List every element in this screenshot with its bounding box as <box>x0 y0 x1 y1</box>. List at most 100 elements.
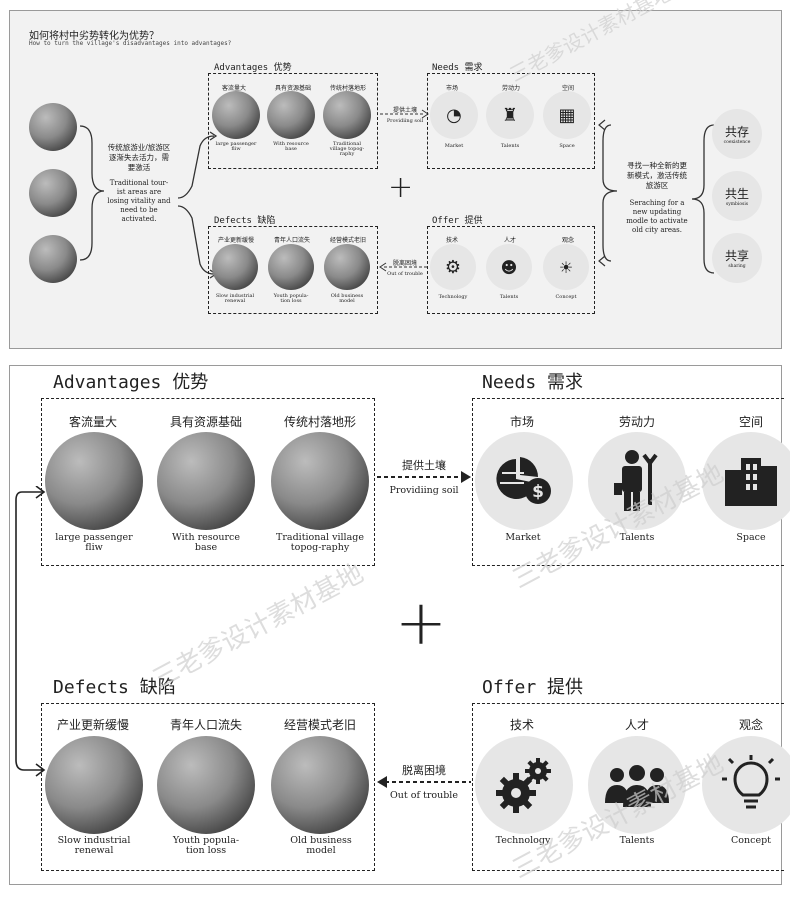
mini-offer-label-2: 人才 <box>504 237 517 244</box>
advantage-label-cn-3: 传统村落地形 <box>283 415 356 429</box>
mini-need-label-3: 空间 <box>562 85 575 92</box>
svg-text:$: $ <box>532 482 544 502</box>
offer-label-en-3: Concept <box>731 835 771 846</box>
overview-title-cn: 如何将村中劣势转化为优势？ <box>29 31 159 42</box>
plus-sign: + <box>395 586 447 659</box>
mini-offer-box <box>427 226 595 314</box>
mini-offer-title: Offer 提供 <box>432 216 483 226</box>
mini-advantages-box <box>208 73 378 169</box>
mini-arrow-bottom-cn: 脱离困境 <box>392 260 417 267</box>
right-bracket-right <box>691 124 715 274</box>
left-connector <box>15 486 46 777</box>
advantages-title: Advantages 优势 <box>53 372 209 393</box>
defect-label-cn-1: 产业更新缓慢 <box>56 718 129 732</box>
offer-label-en-1: Technology <box>495 835 551 846</box>
defect-label-cn-2: 青年人口流失 <box>169 718 242 732</box>
needs-title: Needs 需求 <box>482 372 584 393</box>
building-icon <box>702 432 790 530</box>
mini-adv-en-1: large passenger fliw <box>215 141 257 152</box>
offer-label-cn-2: 人才 <box>624 718 649 732</box>
gears-icon <box>475 736 573 834</box>
mini-def-photo-1 <box>212 244 258 290</box>
coexist-en: coexistence <box>723 140 751 145</box>
mini-defects-box <box>208 226 378 314</box>
mini-arrow-bottom <box>379 262 428 272</box>
mini-need-label-1: 市场 <box>446 85 459 92</box>
coexist-cn: 共存 <box>724 125 749 139</box>
need-label-cn-2: 劳动力 <box>618 415 655 429</box>
defect-photo-youth-loss <box>157 736 255 834</box>
arrow-top-label-en: Providiing soil <box>389 485 459 496</box>
offer-label-cn-3: 观念 <box>738 718 763 732</box>
out-of-trouble-arrow <box>377 776 471 788</box>
village-photo-3 <box>29 235 77 283</box>
defect-photo-old-business <box>271 736 369 834</box>
provide-soil-arrow <box>377 471 471 483</box>
mini-def-photo-2 <box>268 244 314 290</box>
watermark-2: 三老爹设计素材基地 <box>147 558 369 695</box>
overview-left-text-cn: 传统旅游业/旅游区逐渐失去活力，需要激活 <box>107 143 171 172</box>
mini-advantages-title: Advantages 优势 <box>214 63 292 73</box>
right-bracket-left <box>598 119 618 267</box>
need-label-en-2: Talents <box>619 532 655 543</box>
mini-def-en-2: Youth popula-tion loss <box>273 293 309 304</box>
mini-offer-en-2: Talents <box>499 294 519 300</box>
advantage-label-en-3: Traditional village topog-raphy <box>276 532 364 553</box>
advantages-box <box>41 398 375 566</box>
left-bracket <box>79 125 105 261</box>
mini-arrow-top-cn: 提供土壤 <box>392 107 417 114</box>
need-label-cn-1: 市场 <box>509 415 534 429</box>
arrow-top-label-cn: 提供土壤 <box>402 459 446 472</box>
coexist-circle: 共存 coexistence <box>712 109 762 159</box>
mini-adv-en-2: With resource base <box>273 141 309 152</box>
symbiosis-cn: 共生 <box>724 187 749 201</box>
village-photo-2 <box>29 169 77 217</box>
defect-label-en-1: Slow industrial renewal <box>57 835 131 856</box>
overview-left-text-en: Traditional tour-ist areas are losing vi… <box>107 179 171 223</box>
mini-plus-sign: + <box>388 170 414 205</box>
mini-need-en-3: Space <box>559 143 575 149</box>
mini-offer-en-3: Concept <box>555 294 577 300</box>
defects-box <box>41 703 375 871</box>
worker-icon <box>588 432 686 530</box>
mini-adv-en-3: Traditional village topog-raphy <box>329 141 365 157</box>
sharing-cn: 共享 <box>724 249 749 263</box>
mini-def-en-1: Slow industrial renewal <box>215 293 255 304</box>
advantage-photo-passenger-flow <box>45 432 143 530</box>
detail-panel: Advantages 优势 客流量大 具有资源基础 传统村落地形 large p… <box>9 365 790 885</box>
team-icon <box>588 736 686 834</box>
market-chart-icon: $ <box>475 432 573 530</box>
need-label-cn-3: 空间 <box>738 415 763 429</box>
arrow-bottom-label-en: Out of trouble <box>390 790 458 801</box>
mini-adv-label-3: 传统村落地形 <box>330 85 367 92</box>
mini-defects-title: Defects 缺陷 <box>214 216 276 226</box>
mini-need-label-2: 劳动力 <box>502 85 521 92</box>
advantage-label-cn-2: 具有资源基础 <box>169 415 242 429</box>
mini-lightbulb-icon: ☀ <box>543 244 589 290</box>
mini-adv-photo-2 <box>267 91 315 139</box>
need-label-en-1: Market <box>505 532 541 543</box>
advantage-photo-resource-base <box>157 432 255 530</box>
advantage-label-cn-1: 客流量大 <box>68 415 117 429</box>
defect-photo-industrial-renewal <box>45 736 143 834</box>
mini-arrow-top <box>380 109 429 119</box>
mini-adv-photo-1 <box>212 91 260 139</box>
needs-box <box>472 398 784 566</box>
advantage-photo-village-topography <box>271 432 369 530</box>
overview-panel: 如何将村中劣势转化为优势？ How to turn the village's … <box>9 10 782 349</box>
overview-title-en: How to turn the village's disadvantages … <box>29 40 232 47</box>
offer-label-cn-1: 技术 <box>509 718 534 732</box>
mini-def-en-3: Old business model <box>330 293 364 304</box>
mini-offer-label-1: 技术 <box>446 237 459 244</box>
defect-label-cn-3: 经营模式老旧 <box>283 718 356 732</box>
advantage-label-en-1: large passenger fliw <box>55 532 133 553</box>
offer-box <box>472 703 784 871</box>
defect-label-en-2: Youth popula-tion loss <box>172 835 240 856</box>
arrow-bottom-label-cn: 脱离困境 <box>402 764 446 777</box>
mini-need-en-2: Talents <box>500 143 520 149</box>
symbiosis-circle: 共生 symbiosis <box>712 171 762 221</box>
mini-arrow-top-en: Providiing soil <box>386 118 424 124</box>
overview-right-text-en: Seraching for a new updating modle to ac… <box>626 199 688 234</box>
sharing-circle: 共享 sharing <box>712 233 762 283</box>
mini-market-icon: ◔ <box>430 91 478 139</box>
